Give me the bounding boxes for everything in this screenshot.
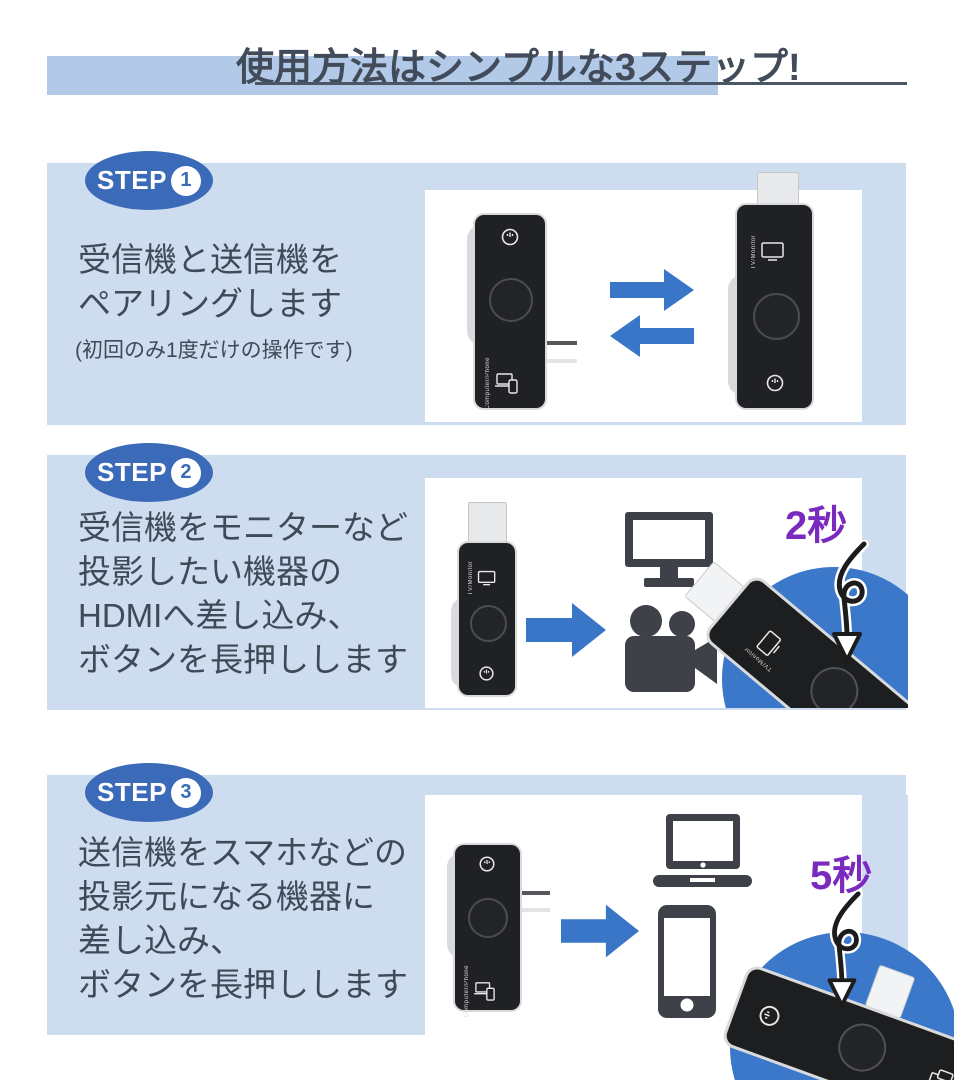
power-plug-icon (501, 228, 519, 246)
usb-plug-prong (522, 891, 550, 895)
dongle-body: TV/Monitor (705, 576, 908, 708)
tv-monitor-text: TV/Monitor (751, 235, 757, 270)
dongle-body: TV/Monitor (737, 205, 812, 408)
step-2-description: 受信機をモニターなど 投影したい機器の HDMIへ差し込み、 ボタンを長押ししま… (78, 506, 408, 682)
computer-phone-icon (474, 982, 495, 1001)
tv-monitor-icon (756, 630, 782, 656)
step-2-badge: STEP 2 (85, 443, 213, 502)
laptop-icon (653, 814, 752, 887)
press-duration: 2秒 (785, 504, 848, 548)
step-badge-number: 3 (170, 777, 201, 808)
step-3-line-1: 送信機をスマホなどの (78, 834, 408, 871)
pairing-button (489, 278, 533, 322)
receiver-dongle: TV/Monitor (728, 172, 812, 408)
step-1-line-1: 受信機と送信機を (78, 241, 342, 278)
computer-phone-text: Computer/Phone (485, 357, 491, 410)
power-plug-icon (479, 856, 495, 872)
tv-monitor-label: TV/Monitor (751, 235, 786, 269)
tv-monitor-icon (761, 242, 784, 261)
arrow-right-icon (526, 603, 606, 657)
step-2-line-3: HDMIへ差し込み、 (78, 597, 361, 634)
step-badge-label: STEP (97, 457, 167, 487)
step-3-badge: STEP 3 (85, 763, 213, 822)
computer-phone-text: Computer/Phone (464, 965, 470, 1018)
step-badge-number: 2 (170, 457, 201, 488)
step-badge-number: 1 (170, 165, 201, 196)
usb-plug-prong (522, 908, 550, 912)
dongle-body: Computer/Phone (723, 966, 954, 1080)
hdmi-connector (468, 502, 507, 545)
monitor-icon (625, 512, 713, 587)
step-1-illustration: Computer/Phone TV/Monit (425, 170, 908, 422)
tv-monitor-text: TV/Monitor (468, 561, 474, 596)
video-camera-icon (625, 605, 717, 692)
step-2-line-2: 投影したい機器の (78, 553, 342, 590)
step-2-illustration: TV/Monitor (425, 478, 908, 708)
press-duration: 5秒 (810, 854, 873, 898)
curved-loop-arrow-icon (827, 890, 863, 1008)
hdmi-connector (757, 172, 799, 209)
step-1-line-2: ペアリングします (78, 285, 342, 322)
dongle-body: Computer/Phone (455, 845, 520, 1017)
computer-phone-label: Computer/Phone (907, 1059, 954, 1080)
arrow-right-icon (561, 904, 640, 958)
power-plug-icon (766, 374, 784, 392)
tv-monitor-label: TV/Monitor (743, 623, 792, 672)
step-2-line-1: 受信機をモニターなど (78, 509, 408, 546)
swap-arrows-icon (610, 269, 694, 357)
transmitter-dongle: Computer/Phone (447, 845, 550, 1017)
step-3-line-4: ボタンを長押しします (78, 966, 408, 1003)
tv-monitor-label: TV/Monitor (468, 561, 497, 595)
computer-phone-label: Computer/Phone (464, 965, 497, 1017)
step-1-note: (初回のみ1度だけの操作です) (75, 339, 353, 362)
computer-phone-icon (495, 373, 518, 394)
pairing-button (468, 898, 508, 938)
transmitter-closeup: Computer/Phone (723, 964, 954, 1080)
step-2-line-4: ボタンを長押しします (78, 641, 408, 678)
curved-loop-arrow-icon (832, 540, 869, 662)
title-underline (255, 82, 907, 85)
usb-plug-prong (547, 359, 577, 363)
power-plug-icon (759, 1005, 780, 1026)
pairing-button (831, 1016, 894, 1079)
pairing-button (753, 293, 800, 340)
receiver-closeup: TV/Monitor (684, 561, 908, 708)
step-1-description: 受信機と送信機を ペアリングします (初回のみ1度だけの操作です) (75, 238, 353, 364)
computer-phone-icon (926, 1069, 954, 1080)
step-1-badge: STEP 1 (85, 151, 213, 210)
step-badge-label: STEP (97, 777, 167, 807)
tv-monitor-icon (477, 570, 496, 586)
pairing-button (470, 605, 507, 642)
computer-phone-label: Computer/Phone (485, 357, 520, 409)
usb-plug-prong (547, 341, 577, 345)
step-3-line-3: 差し込み、 (78, 922, 243, 959)
smartphone-icon (658, 905, 716, 1018)
dongle-body: Computer/Phone (475, 215, 545, 409)
transmitter-dongle: Computer/Phone (467, 215, 577, 409)
title-highlight-band (47, 56, 718, 95)
receiver-dongle: TV/Monitor (451, 502, 515, 695)
dongle-body: TV/Monitor (459, 543, 515, 695)
step-badge-label: STEP (97, 165, 167, 195)
step-3-line-2: 投影元になる機器に (78, 878, 375, 915)
step-3-illustration: Computer/Phone (425, 795, 954, 1080)
step-3-description: 送信機をスマホなどの 投影元になる機器に 差し込み、 ボタンを長押しします (78, 831, 408, 1007)
power-plug-icon (479, 666, 494, 681)
